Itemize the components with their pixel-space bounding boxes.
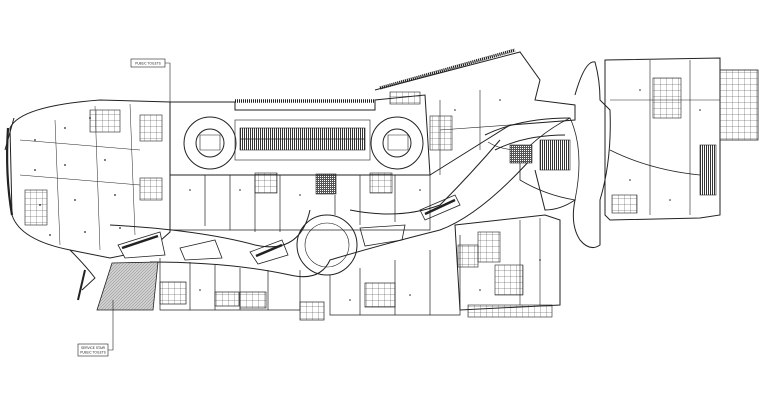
leader-line-bottom (108, 300, 114, 351)
callout-label-top: PUBLIC TOILETS (135, 62, 161, 66)
service-area-hatched (69, 249, 159, 311)
north-atria (183, 116, 424, 170)
columns (189, 89, 701, 301)
central-stairs (254, 172, 393, 195)
callout-service-stair: SERVICE STAIR PUBLIC TOILETS (77, 300, 114, 357)
north-east-wing (374, 48, 576, 176)
west-wing (4, 99, 171, 259)
east-pavilion (509, 61, 611, 249)
callout-public-toilets: PUBLIC TOILETS (130, 58, 171, 118)
central-north-block (169, 94, 431, 176)
leader-line-top (165, 62, 171, 118)
main-concourse (109, 139, 531, 278)
west-wing-columns (34, 117, 121, 236)
callout-label-bottom-2: PUBLIC TOILETS (80, 351, 106, 355)
south-east-block (454, 214, 561, 318)
central-shops (159, 174, 461, 321)
callout-box-bottom (77, 343, 109, 357)
callout-label-bottom-1: SERVICE STAIR (81, 346, 106, 350)
east-block (604, 57, 759, 221)
